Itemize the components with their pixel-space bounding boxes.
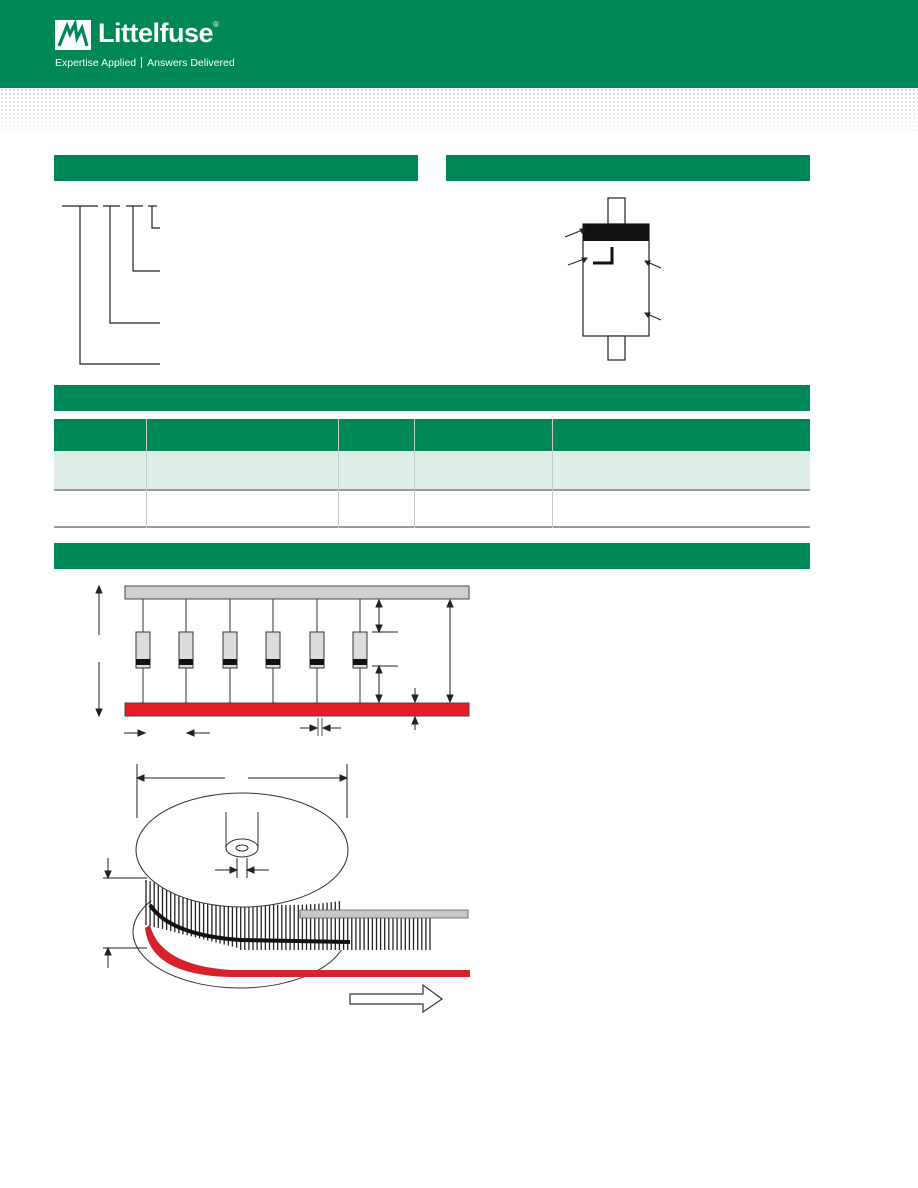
table-row [54, 491, 810, 528]
column-divider [414, 419, 415, 528]
diode-lead-bottom [607, 335, 626, 361]
component-cathode-band [353, 659, 367, 665]
packaging-section-bar [54, 385, 810, 411]
reel-hub-hole [235, 844, 249, 852]
tagline-divider [141, 57, 143, 68]
brand-name: Littelfuse® [98, 18, 219, 48]
tape-and-reel-section-bar [54, 543, 810, 569]
tape-bottom [124, 702, 470, 717]
cathode-band [583, 224, 649, 241]
littelfuse-logo-icon [55, 18, 91, 50]
column-divider [146, 419, 147, 528]
page-header: Littelfuse® Expertise Applied Answers Del… [0, 0, 918, 88]
diode-body [582, 223, 650, 337]
tagline-right: Answers Delivered [147, 57, 235, 69]
component-cathode-band [223, 659, 237, 665]
part-numbering-section-bar [54, 155, 418, 181]
table-row [54, 451, 810, 491]
tagline: Expertise Applied Answers Delivered [55, 57, 235, 69]
reel-cathode-bands [148, 903, 351, 944]
reel-grey-tape [299, 909, 469, 919]
tape-top [124, 585, 470, 600]
component-cathode-band [266, 659, 280, 665]
component-cathode-band [136, 659, 150, 665]
tagline-left: Expertise Applied [55, 57, 137, 69]
column-divider [552, 419, 553, 528]
right-arrow-icon [349, 983, 444, 1014]
component-cathode-band [310, 659, 324, 665]
reel-red-tape [145, 925, 470, 977]
part-marking-section-bar [446, 155, 810, 181]
dot-pattern-band [0, 88, 918, 132]
packaging-table-header [54, 419, 810, 451]
component-cathode-band [179, 659, 193, 665]
logo-mark-symbol [593, 247, 614, 265]
column-divider [338, 419, 339, 528]
